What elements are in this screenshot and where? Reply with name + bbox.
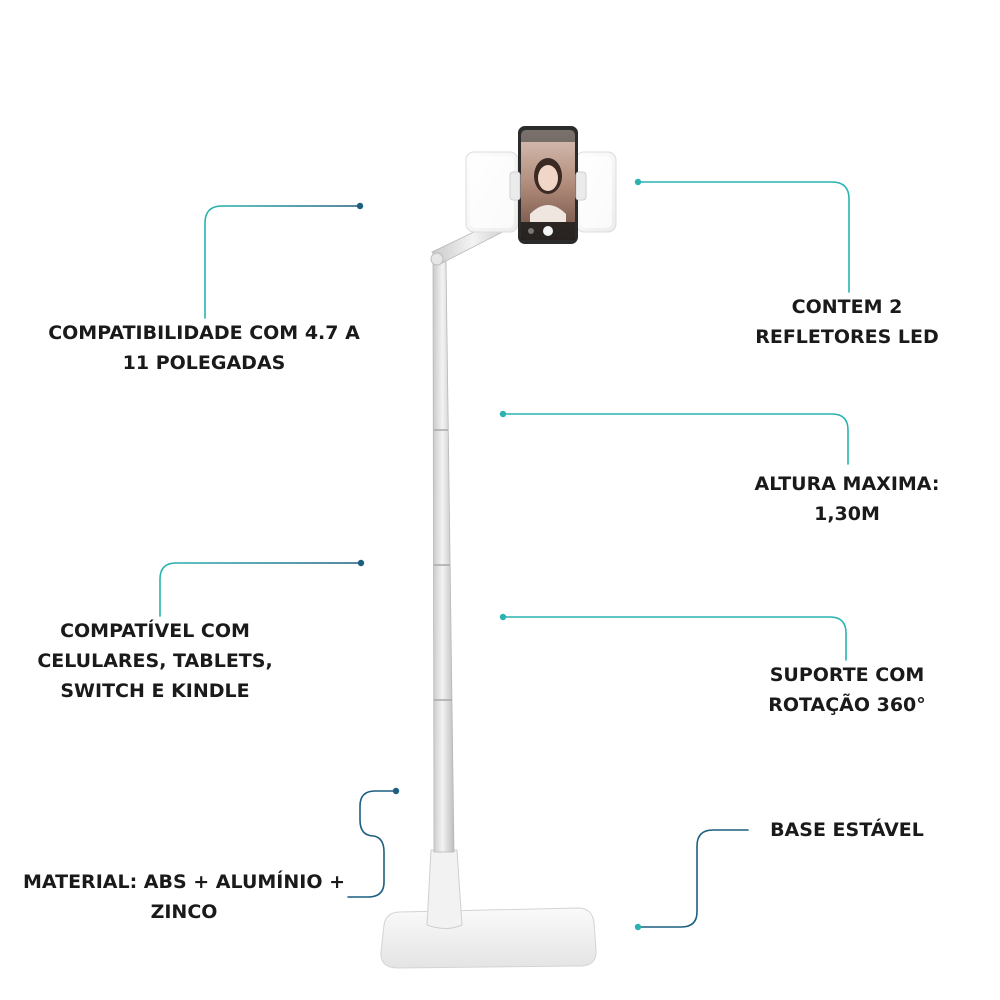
feature-line: ZINCO <box>150 901 218 923</box>
feature-line: COMPATIBILIDADE COM 4.7 A <box>48 322 360 344</box>
feature-line: SWITCH E KINDLE <box>60 680 250 702</box>
callout-dots <box>356 178 642 931</box>
feature-line: ALTURA MAXIMA: <box>754 473 940 495</box>
feature-led-reflectors: CONTEM 2 REFLETORES LED <box>727 292 967 352</box>
callout-line-compatibility-size <box>204 205 361 319</box>
feature-line: CONTEM 2 <box>791 296 903 318</box>
feature-max-height: ALTURA MAXIMA: 1,30M <box>727 469 967 529</box>
callout-dot <box>357 559 365 567</box>
feature-line: CELULARES, TABLETS, <box>37 650 273 672</box>
feature-rotation: SUPORTE COM ROTAÇÃO 360° <box>727 660 967 720</box>
stand <box>380 211 597 969</box>
phone-holder <box>465 126 617 244</box>
feature-line: ROTAÇÃO 360° <box>768 694 926 716</box>
feature-line: COMPATÍVEL COM <box>60 620 250 642</box>
callout-line-led-reflectors <box>637 181 850 293</box>
stand-base <box>380 907 597 969</box>
feature-line: MATERIAL: ABS + ALUMÍNIO + <box>22 871 346 893</box>
feature-line: 1,30M <box>814 503 880 525</box>
callout-dot <box>356 202 364 210</box>
feature-devices: COMPATÍVEL COM CELULARES, TABLETS, SWITC… <box>20 616 290 706</box>
callout-line-rotation <box>502 616 847 661</box>
callout-dot <box>634 923 642 931</box>
callout-dot <box>392 787 400 795</box>
feature-line: 11 POLEGADAS <box>122 352 286 374</box>
callout-line-devices <box>159 562 362 617</box>
feature-line: REFLETORES LED <box>755 326 939 348</box>
feature-compatibility-size: COMPATIBILIDADE COM 4.7 A 11 POLEGADAS <box>24 318 384 378</box>
stand-pole <box>432 261 455 853</box>
callout-line-base <box>637 829 749 928</box>
smartphone <box>518 126 578 244</box>
callout-dot <box>499 613 507 621</box>
callout-dot <box>634 178 642 186</box>
feature-material: MATERIAL: ABS + ALUMÍNIO + ZINCO <box>14 867 354 927</box>
callout-line-material <box>347 790 397 898</box>
stand-lower-column <box>426 849 463 929</box>
callout-line-max-height <box>502 413 849 465</box>
feature-line: SUPORTE COM <box>769 664 925 686</box>
callout-dot <box>499 410 507 418</box>
feature-line: BASE ESTÁVEL <box>770 819 924 841</box>
feature-base: BASE ESTÁVEL <box>727 815 967 845</box>
callout-lines <box>159 181 850 928</box>
